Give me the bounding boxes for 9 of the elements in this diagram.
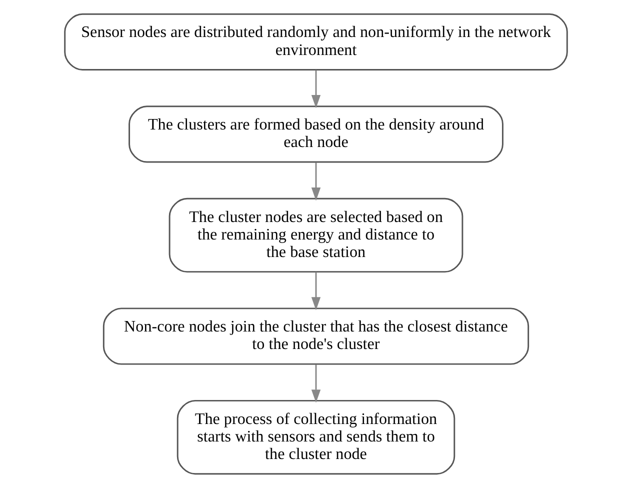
arrow — [310, 70, 320, 108]
node-box: Non-core nodes join the cluster that has the closest distance to the node's cluster — [102, 308, 529, 365]
node-box: Sensor nodes are distributed randomly and non-uniformly in the network environment — [64, 13, 568, 70]
node-box: The cluster nodes are selected based on the remaining energy and distance to the base station — [168, 198, 463, 273]
arrow — [310, 272, 320, 310]
arrow — [310, 162, 320, 201]
node-box: The clusters are formed based on the density around each node — [128, 106, 503, 163]
node-box: The process of collecting information starts with sensors and sends them to the cluster node — [176, 400, 455, 475]
arrow — [310, 364, 320, 403]
